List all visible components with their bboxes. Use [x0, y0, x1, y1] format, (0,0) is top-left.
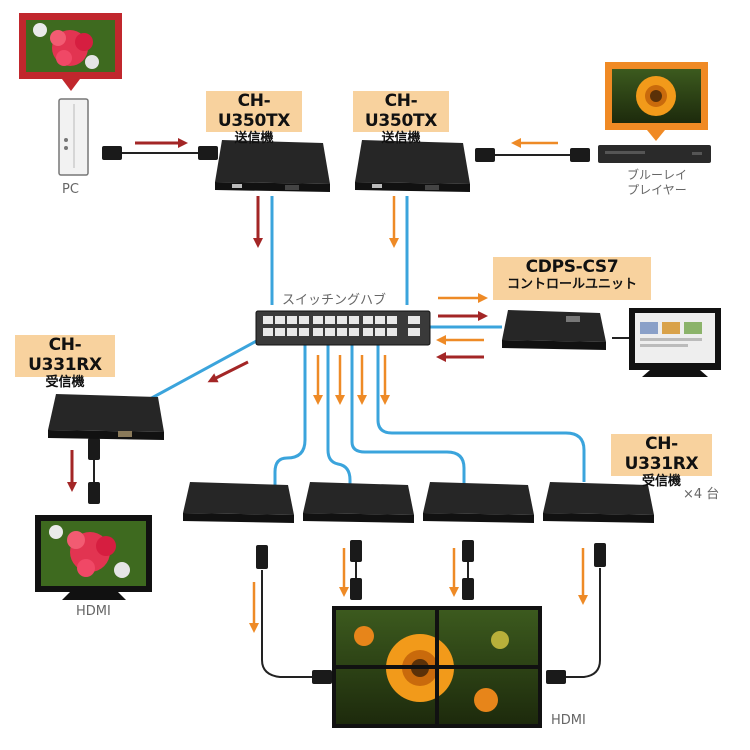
control-unit-label: CDPS-CS7 コントロールユニット [493, 257, 651, 300]
receiver-4 [543, 482, 654, 523]
bluray-player [598, 145, 711, 163]
control-unit-device [502, 310, 606, 350]
control-unit-sub: コントロールユニット [506, 277, 637, 292]
bluray-label-line1: ブルーレイ [626, 168, 687, 182]
bluray-monitor-image [605, 62, 708, 141]
receiver-single-device [48, 394, 164, 440]
transmitter-left-device [215, 140, 330, 192]
hdmi-cables [93, 152, 640, 678]
receiver-single-label: CH-U331RX 受信機 [15, 335, 115, 390]
red-arrows [67, 138, 488, 492]
hdmi-single-label: HDMI [76, 604, 111, 619]
transmitter-left-label: CH-U350TX 送信機 [206, 91, 302, 146]
transmitter-right-sub: 送信機 [381, 131, 421, 146]
switching-hub [255, 310, 431, 346]
receiver-2 [303, 482, 414, 523]
control-unit-model: CDPS-CS7 [525, 257, 619, 277]
transmitter-right-device [355, 140, 470, 192]
video-wall [332, 606, 542, 728]
hdmi-connectors [88, 146, 606, 684]
transmitter-left-sub: 送信機 [234, 131, 274, 146]
network-cables [147, 196, 586, 492]
receiver-group-count: ×4 台 [683, 487, 720, 502]
hdmi-wall-label: HDMI [551, 713, 586, 728]
receiver-group-devices [183, 482, 654, 523]
hdmi-monitor-single [35, 515, 152, 600]
pc-tower [58, 98, 89, 176]
pc-label: PC [62, 182, 79, 197]
orange-arrows [249, 138, 588, 633]
transmitter-right-label: CH-U350TX 送信機 [353, 91, 449, 146]
receiver-group-sub: 受信機 [641, 474, 681, 489]
transmitter-right-model: CH-U350TX [364, 91, 438, 131]
transmitter-left-model: CH-U350TX [217, 91, 291, 131]
receiver-group-label: CH-U331RX 受信機 [611, 434, 712, 489]
control-display [629, 308, 721, 377]
pc-monitor-image [19, 13, 122, 91]
bluray-label-line2: プレイヤー [627, 183, 687, 197]
receiver-single-sub: 受信機 [45, 375, 85, 390]
bluray-label: ブルーレイ プレイヤー [604, 168, 710, 198]
receiver-3 [423, 482, 534, 523]
switching-hub-label: スイッチングハブ [282, 293, 387, 308]
receiver-group-model: CH-U331RX [624, 434, 699, 474]
receiver-single-model: CH-U331RX [28, 335, 102, 375]
receiver-1 [183, 482, 294, 523]
